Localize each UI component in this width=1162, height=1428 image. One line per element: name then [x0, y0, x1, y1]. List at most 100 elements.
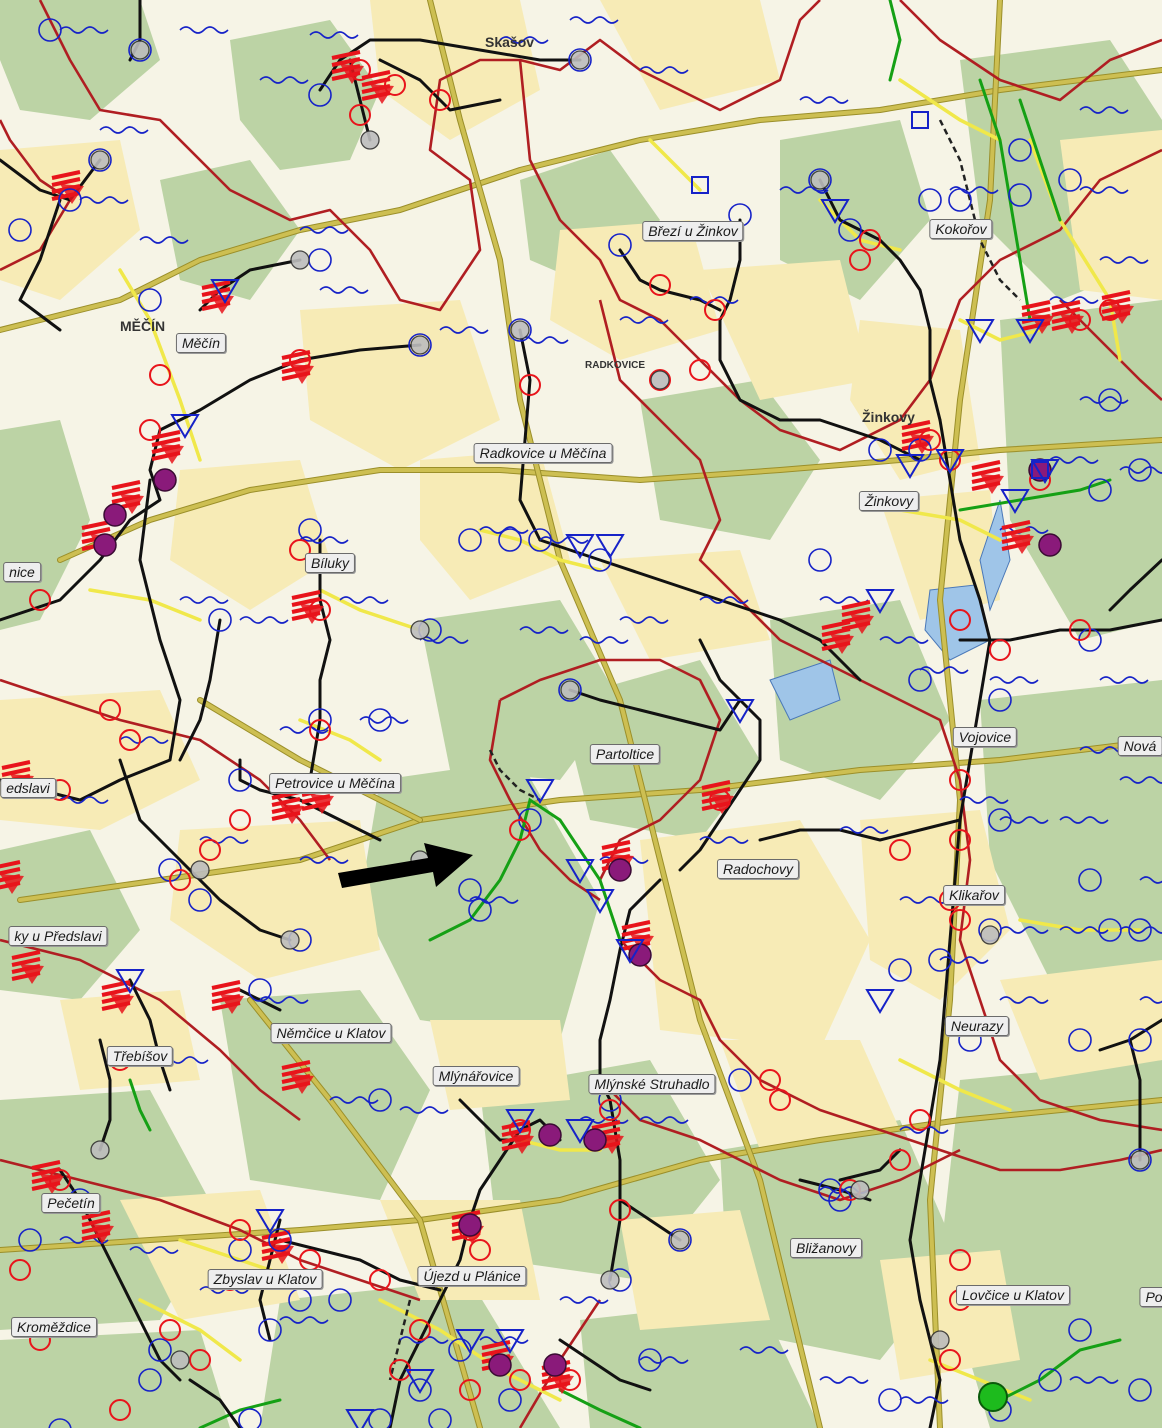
hazard-stroke [901, 420, 931, 430]
forest-patch [0, 0, 160, 120]
wave-mark [619, 316, 669, 324]
wave-mark [1139, 996, 1162, 1004]
field-patch [880, 1250, 1020, 1380]
wave-mark [79, 196, 129, 204]
yellow-pipe [318, 588, 422, 632]
field-patch [300, 300, 500, 470]
grey-node [170, 1350, 190, 1370]
red-node [349, 104, 371, 126]
blue-node [308, 708, 332, 732]
triangle-symbol [495, 1329, 525, 1354]
blue-node [1128, 918, 1152, 942]
green-node [978, 1382, 1008, 1412]
hazard-triangle [1060, 314, 1084, 334]
grey-node [570, 50, 590, 70]
hazard-stroke [101, 987, 131, 997]
blue-node [238, 1408, 262, 1428]
red-node [189, 1349, 211, 1371]
hazard-stroke [1, 767, 31, 777]
blue-node [468, 898, 492, 922]
place-label: Partoltice [589, 744, 661, 764]
wave-mark [259, 76, 309, 84]
hazard-stroke [51, 170, 81, 180]
black-pipe [128, 978, 172, 1092]
wave-mark [1099, 676, 1149, 684]
triangle-symbol [820, 199, 850, 224]
grey-node [290, 250, 310, 270]
purple-node [583, 1128, 607, 1152]
grey-node [560, 680, 580, 700]
black-pipe [98, 1038, 112, 1152]
wave-mark [139, 236, 189, 244]
blue-node [498, 528, 522, 552]
green-pipe [888, 0, 902, 82]
place-label: Měčín [175, 333, 227, 353]
blue-node [408, 333, 432, 357]
red-node [704, 299, 726, 321]
red-node [509, 1369, 531, 1391]
triangle-symbol [565, 534, 595, 559]
red-node [1069, 619, 1091, 641]
hazard-triangle [110, 994, 134, 1014]
hazard-stroke [0, 860, 21, 869]
lake [769, 659, 841, 721]
hazard-triangle [290, 1074, 314, 1094]
red-node [859, 229, 881, 251]
wave-mark [179, 26, 229, 34]
red-node [689, 359, 711, 381]
blue-node [308, 248, 332, 272]
hazard-stroke [291, 597, 321, 607]
grey-node [360, 130, 380, 150]
triangle-symbol [725, 699, 755, 724]
grey-node [650, 370, 670, 390]
place-label: Petrovice u Měčína [269, 773, 401, 793]
red-node [599, 1099, 621, 1121]
red-node [709, 789, 731, 811]
hazard-stroke [281, 357, 311, 367]
wave-mark [919, 666, 969, 674]
hazard-stroke [481, 1347, 511, 1357]
red-node [769, 1089, 791, 1111]
green-pipe [998, 1338, 1122, 1402]
black-pipe [1098, 1018, 1162, 1052]
red-node [919, 429, 941, 451]
wave-mark [129, 1246, 179, 1254]
wave-mark [59, 26, 109, 34]
wave-mark [299, 226, 349, 234]
grey-node [280, 930, 300, 950]
hazard-triangle [0, 874, 24, 894]
place-label: Bílukу [304, 553, 356, 573]
blue-node [208, 608, 232, 632]
red-node [169, 869, 191, 891]
triangle-symbol [170, 414, 200, 439]
place-label: Bližanovy [790, 1238, 862, 1258]
black-pipe [838, 1148, 902, 1182]
blue-node [1128, 1148, 1152, 1172]
wave-mark [199, 836, 249, 844]
black-pipe [468, 1118, 562, 1222]
blue-node [558, 678, 582, 702]
place-label: Zbyslav u Klatov [207, 1269, 323, 1289]
wave-mark [179, 596, 229, 604]
red-node [949, 909, 971, 931]
wave-mark [1099, 256, 1149, 264]
yellow-pipe [518, 1138, 602, 1152]
wave-mark [419, 636, 469, 644]
hazard-stroke [1051, 300, 1081, 310]
hazard-triangle [310, 794, 334, 814]
wave-mark [299, 536, 349, 544]
black-pipe [308, 538, 332, 782]
wave-mark [1049, 456, 1099, 464]
triangle-symbol [210, 279, 240, 304]
hazard-triangle [1010, 534, 1034, 554]
field-patch [860, 810, 1010, 1000]
blue-node [668, 1228, 692, 1252]
forest-patch [1000, 300, 1162, 640]
wave-mark [1049, 296, 1099, 304]
blue-node [728, 1068, 752, 1092]
hazard-stroke [601, 847, 631, 857]
blue-node [1068, 1028, 1092, 1052]
hazard-triangle [20, 964, 44, 984]
